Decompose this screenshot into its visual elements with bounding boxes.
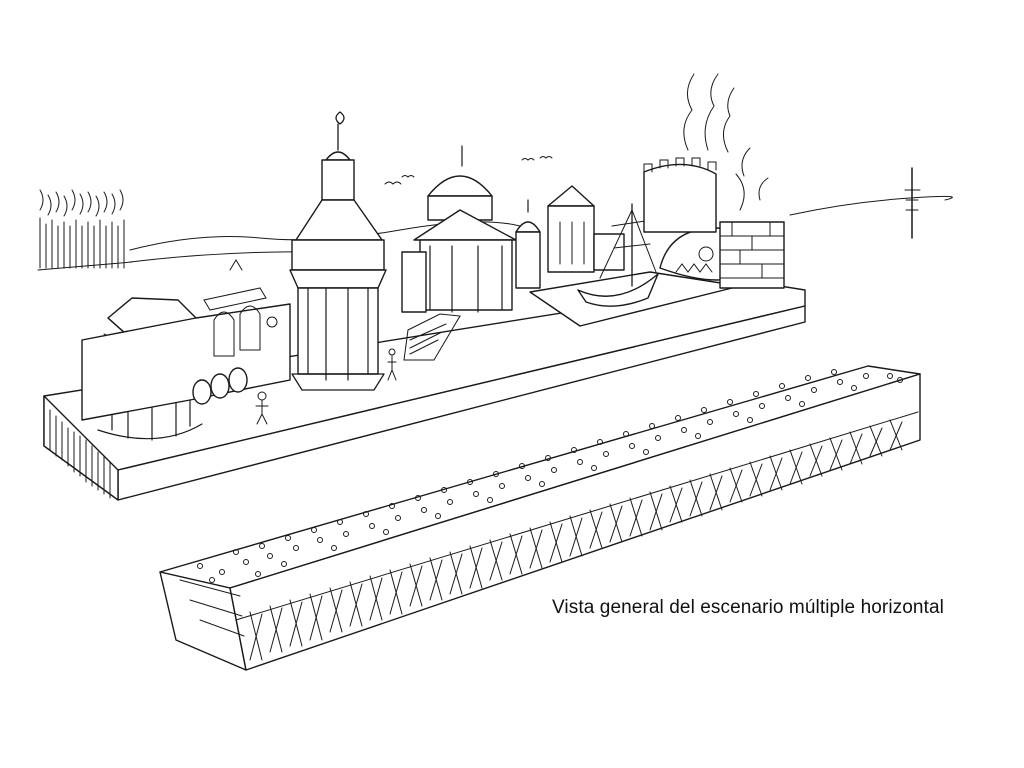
chapel — [515, 185, 625, 289]
sailing-boat — [577, 203, 659, 307]
right-pole — [904, 167, 921, 239]
domed-temple — [401, 145, 517, 361]
barrels — [192, 367, 248, 405]
birds — [384, 156, 553, 185]
tower — [289, 111, 387, 391]
left-flames — [37, 189, 133, 271]
audience-stands — [159, 365, 921, 671]
figures — [255, 348, 397, 425]
caption: Vista general del escenario múltiple hor… — [552, 597, 944, 618]
background-hills — [129, 195, 953, 263]
arched-wall — [81, 259, 291, 421]
burning-castle — [643, 73, 785, 289]
